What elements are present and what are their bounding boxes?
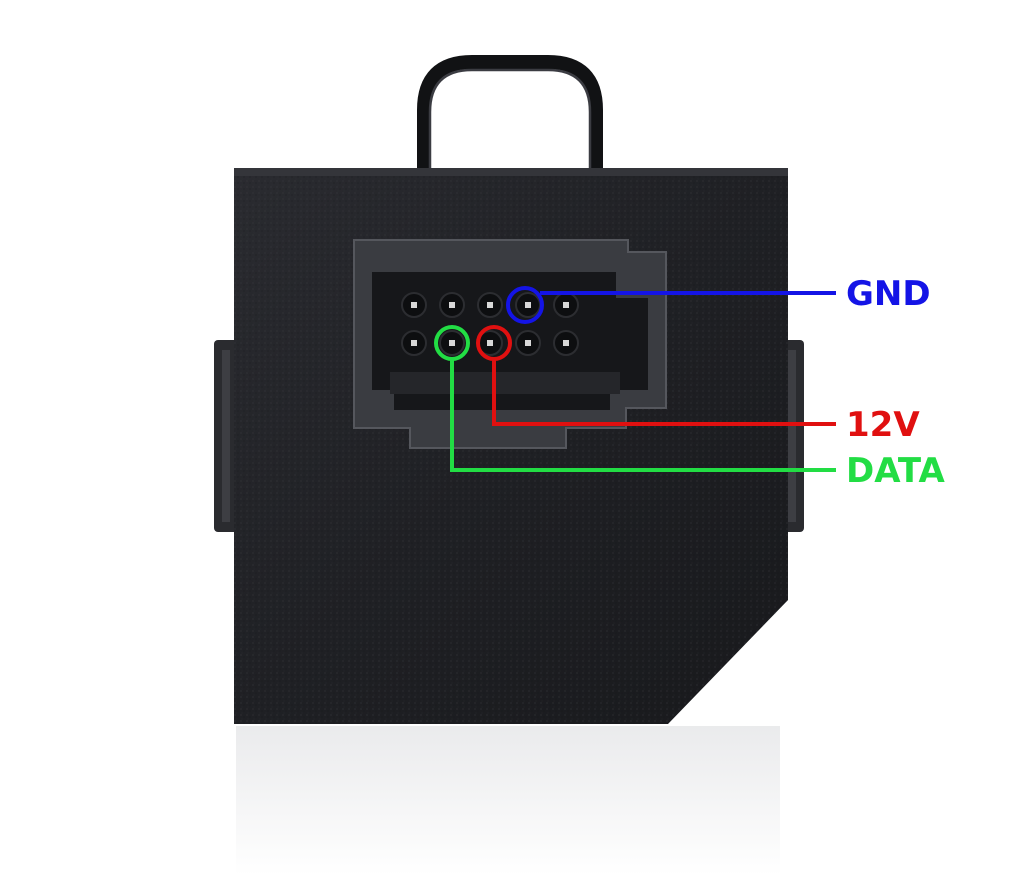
pin-contact: [411, 302, 417, 308]
gnd-label: GND: [846, 274, 931, 314]
data-pin-marker: [434, 325, 470, 361]
pin-contact: [525, 340, 531, 346]
pin-contact: [487, 302, 493, 308]
pin-contact: [411, 340, 417, 346]
data-leader-line: [450, 359, 836, 472]
data-label: DATA: [846, 451, 945, 491]
v12-pin-marker: [476, 325, 512, 361]
hanging-loop: [417, 55, 603, 172]
pin-contact: [563, 340, 569, 346]
pin-contact: [563, 302, 569, 308]
pin-contact: [487, 340, 493, 346]
floor-reflection: [236, 726, 780, 876]
pin-array: [401, 292, 579, 356]
pin-contact: [525, 302, 531, 308]
v12-leader-line: [492, 359, 836, 426]
pin-contact: [449, 302, 455, 308]
v12-label: 12V: [846, 405, 920, 445]
pin-contact: [449, 340, 455, 346]
gnd-pin-marker: [506, 286, 544, 324]
